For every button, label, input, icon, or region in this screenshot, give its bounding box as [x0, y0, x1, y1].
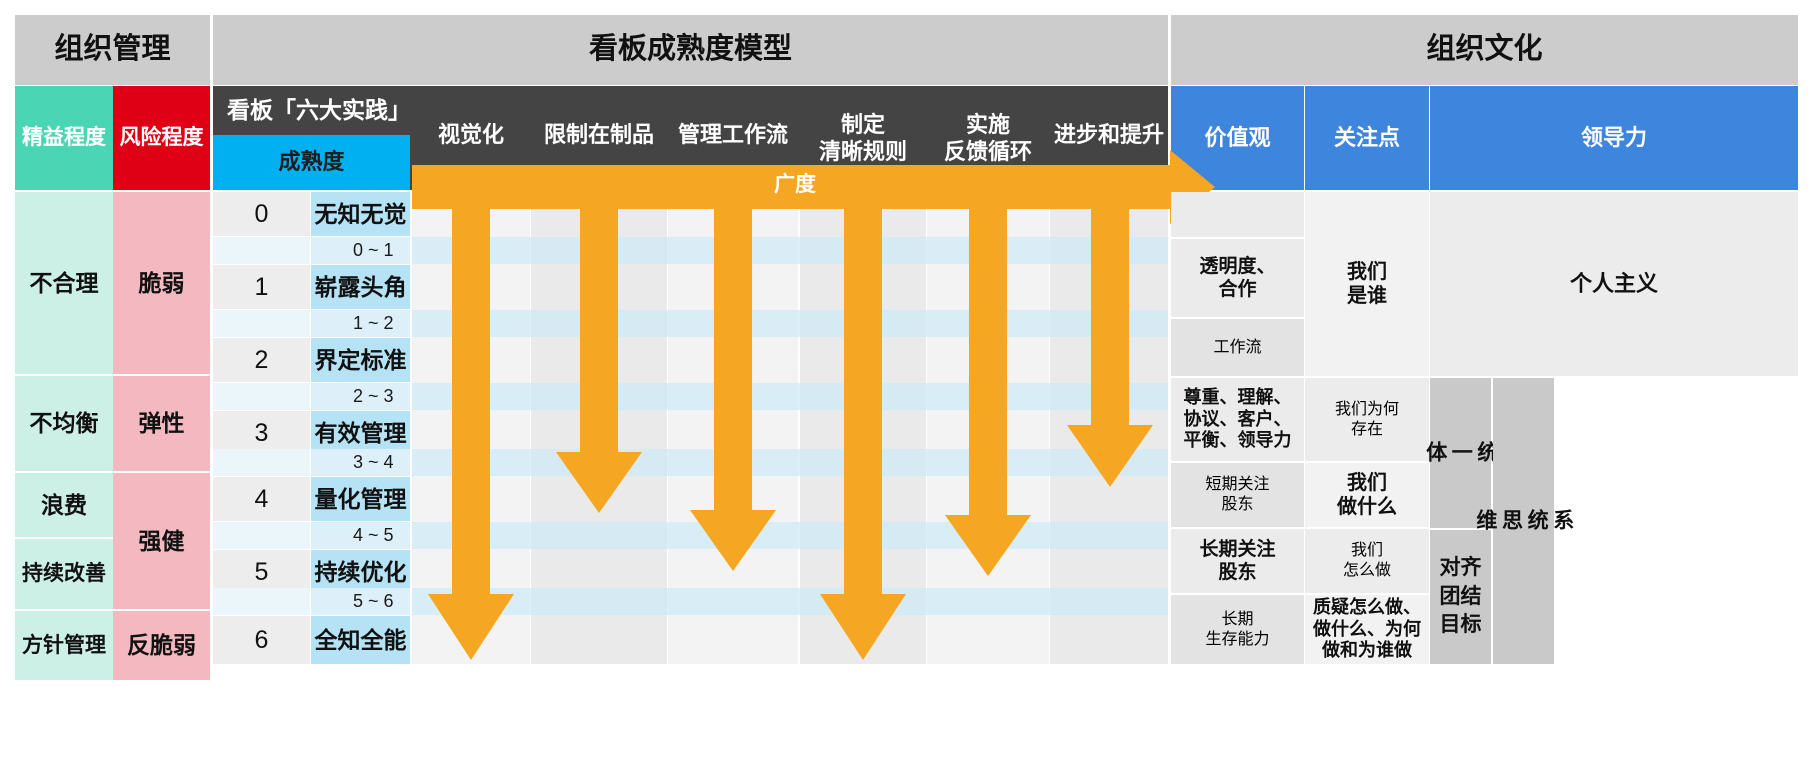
- maturity-name-2: 界定标准: [311, 338, 410, 382]
- maturity-name-4: 量化管理: [311, 477, 410, 521]
- maturity-halfstep-3: 3 ~ 4: [311, 449, 410, 476]
- practice-band-5: [412, 588, 1168, 615]
- lean-level-1: 不均衡: [15, 376, 113, 471]
- maturity-half-2-num: [213, 383, 310, 410]
- culture-value-1: 工作流: [1171, 319, 1304, 376]
- practice-band-1: [412, 310, 1168, 337]
- leadership-alignment: 对齐 团结 目标: [1430, 530, 1491, 664]
- practice-header-2: 管理工作流: [668, 105, 798, 165]
- practice-band-0: [412, 237, 1168, 264]
- maturity-half-5-num: [213, 588, 310, 615]
- maturity-num-6: 6: [213, 616, 310, 664]
- leadership-individualism: 个人主义: [1430, 192, 1798, 376]
- culture-value-3: 短期关注 股东: [1171, 463, 1304, 527]
- maturity-num-5: 5: [213, 550, 310, 594]
- risk-level-0: 脆弱: [113, 192, 210, 374]
- culture-value-5: 长期 生存能力: [1171, 595, 1304, 664]
- maturity-halfstep-0: 0 ~ 1: [311, 237, 410, 264]
- maturity-num-0: 0: [213, 192, 310, 236]
- practice-header-1: 限制在制品: [531, 105, 667, 165]
- column-header-values: 价值观: [1171, 86, 1304, 190]
- column-header-focus: 关注点: [1305, 86, 1429, 190]
- practice-header-3: 制定 清晰规则: [800, 100, 926, 178]
- group-header-kanban-maturity-model: 看板成熟度模型: [213, 15, 1168, 85]
- practice-header-0: 视觉化: [412, 105, 530, 165]
- culture-focus-3: 我们 怎么做: [1305, 529, 1429, 593]
- column-header-leadership: 领导力: [1430, 86, 1798, 190]
- group-header-org-culture: 组织文化: [1171, 15, 1798, 85]
- maturity-name-6: 全知全能: [311, 616, 410, 664]
- maturity-name-1: 崭露头角: [311, 265, 410, 309]
- maturity-half-1-num: [213, 310, 310, 337]
- leadership-systems-thinking: 系 统 思 维: [1474, 378, 1574, 664]
- culture-value-2: 尊重、理解、 协议、客户、 平衡、领导力: [1171, 378, 1304, 461]
- practice-band-2: [412, 383, 1168, 410]
- risk-level-3: 反脆弱: [113, 611, 210, 680]
- maturity-halfstep-5: 5 ~ 6: [311, 588, 410, 615]
- maturity-halfstep-4: 4 ~ 5: [311, 522, 410, 549]
- culture-focus-4: 质疑怎么做、 做什么、为何 做和为谁做: [1305, 595, 1429, 664]
- risk-level-2: 强健: [113, 473, 210, 609]
- column-header-lean-degree: 精益程度: [15, 86, 113, 190]
- maturity-name-3: 有效管理: [311, 411, 410, 455]
- leadership-unity: 统 一 体: [1424, 378, 1498, 528]
- column-header-risk-degree: 风险程度: [113, 86, 210, 190]
- culture-focus-1: 我们为何 存在: [1305, 378, 1429, 461]
- lean-level-2: 浪费: [15, 473, 113, 537]
- practice-band-4: [412, 522, 1168, 549]
- culture-focus-2: 我们 做什么: [1305, 463, 1429, 527]
- maturity-num-3: 3: [213, 411, 310, 455]
- column-header-maturity: 成熟度: [213, 135, 410, 190]
- maturity-num-1: 1: [213, 265, 310, 309]
- maturity-half-0-num: [213, 237, 310, 264]
- culture-value-4: 长期关注 股东: [1171, 529, 1304, 593]
- practice-header-5: 进步和提升: [1050, 105, 1168, 165]
- lean-level-3: 持续改善: [15, 539, 113, 609]
- maturity-halfstep-2: 2 ~ 3: [311, 383, 410, 410]
- lean-level-0: 不合理: [15, 192, 113, 374]
- breadth-label: 广度: [774, 173, 816, 196]
- culture-focus-0: 我们 是谁: [1305, 192, 1429, 376]
- maturity-num-2: 2: [213, 338, 310, 382]
- maturity-name-5: 持续优化: [311, 550, 410, 594]
- column-header-six-practices: 看板「六大实践」: [219, 88, 424, 133]
- maturity-half-4-num: [213, 522, 310, 549]
- maturity-half-3-num: [213, 449, 310, 476]
- lean-level-4: 方针管理: [15, 611, 113, 680]
- culture-value-blank: [1171, 192, 1304, 237]
- practice-band-3: [412, 449, 1168, 476]
- maturity-num-4: 4: [213, 477, 310, 521]
- risk-level-1: 弹性: [113, 376, 210, 471]
- maturity-name-0: 无知无觉: [311, 192, 410, 236]
- maturity-halfstep-1: 1 ~ 2: [311, 310, 410, 337]
- group-header-org-management: 组织管理: [15, 15, 210, 85]
- culture-value-0: 透明度、 合作: [1171, 239, 1304, 317]
- practice-header-4: 实施 反馈循环: [927, 100, 1049, 178]
